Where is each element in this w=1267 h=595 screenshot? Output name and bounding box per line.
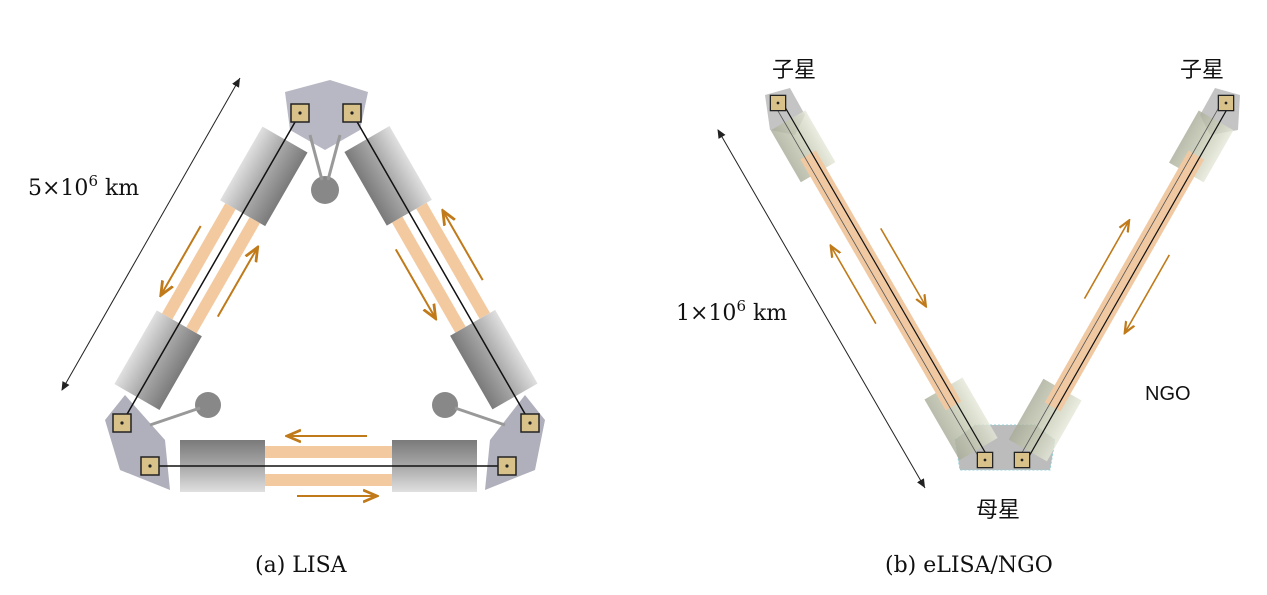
optical-bench-icon — [140, 456, 160, 476]
lisa-constellation — [96, 80, 556, 496]
optical-bench-icon — [1217, 94, 1235, 112]
caption-b: (b) eLISA/NGO — [885, 553, 1053, 578]
caption-a: (a) LISA — [255, 553, 348, 578]
daughter-label-right: 子星 — [1180, 58, 1224, 83]
optical-bench-icon — [976, 451, 994, 469]
laser-arm-right — [326, 98, 556, 437]
daughter-label-left: 子星 — [772, 58, 816, 83]
distance-arrow-ngo — [717, 129, 926, 489]
optical-bench-icon — [290, 103, 310, 123]
ngo-constellation — [756, 88, 1249, 474]
laser-arm-bottom — [150, 436, 507, 496]
optical-bench-icon — [769, 94, 787, 112]
ngo-label: NGO — [1145, 383, 1191, 405]
distance-arrow-lisa — [61, 77, 241, 391]
laser-arm-left — [96, 99, 326, 438]
laser-arm-right — [999, 90, 1248, 474]
distance-label-lisa: 5×106 km — [28, 172, 139, 201]
distance-label-ngo: 1×106 km — [676, 297, 787, 326]
optical-bench-icon — [497, 456, 517, 476]
laser-arm-left — [756, 90, 1008, 473]
optical-bench-icon — [520, 413, 540, 433]
optical-bench-icon — [1013, 451, 1031, 469]
optical-bench-icon — [342, 103, 362, 123]
spacecraft-body-top — [285, 80, 368, 204]
mother-label: 母星 — [976, 498, 1020, 523]
optical-bench-icon — [112, 413, 132, 433]
